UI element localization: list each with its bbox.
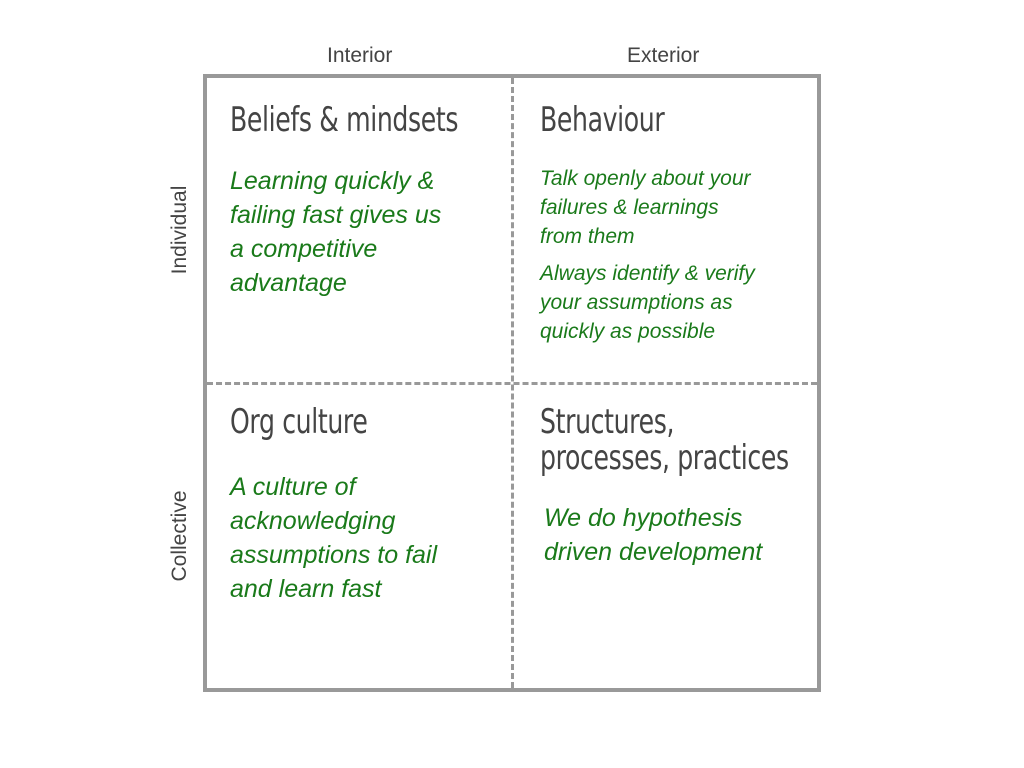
text-line: failures & learnings: [540, 196, 719, 219]
collective-axis-label: Collective: [168, 490, 191, 582]
text-line: We do hypothesis: [544, 504, 743, 532]
text-line: failing fast gives us: [230, 201, 442, 229]
text-line: from them: [540, 225, 635, 248]
structures-text: We do hypothesis driven development: [544, 501, 762, 569]
beliefs-mindsets-text: Learning quickly & failing fast gives us…: [230, 164, 441, 300]
text-line: Learning quickly &: [230, 167, 435, 195]
individual-axis-label: Individual: [168, 185, 191, 275]
exterior-axis-label: Exterior: [627, 44, 700, 67]
text-line: Always identify & verify: [540, 262, 755, 285]
title-line: Structures,: [540, 402, 675, 442]
text-line: a competitive: [230, 235, 378, 263]
horizontal-divider: [207, 382, 817, 385]
quadrant-grid-border: [203, 74, 821, 692]
title-line: processes, practices: [540, 438, 789, 478]
text-line: and learn fast: [230, 575, 382, 603]
text-line: A culture of: [230, 473, 356, 501]
interior-axis-label: Interior: [327, 44, 393, 67]
behaviour-text-2: Always identify & verify your assumption…: [540, 259, 755, 346]
text-line: your assumptions as: [540, 291, 733, 314]
beliefs-mindsets-title: Beliefs & mindsets: [230, 100, 459, 140]
behaviour-text-1: Talk openly about your failures & learni…: [540, 164, 751, 251]
text-line: driven development: [544, 538, 763, 566]
text-line: quickly as possible: [540, 320, 716, 343]
structures-title: Structures, processes, practices: [540, 404, 789, 476]
text-line: Talk openly about your: [540, 167, 751, 190]
org-culture-text: A culture of acknowledging assumptions t…: [230, 470, 437, 606]
text-line: assumptions to fail: [230, 541, 438, 569]
behaviour-title: Behaviour: [540, 100, 665, 140]
org-culture-title: Org culture: [230, 402, 368, 442]
text-line: acknowledging: [230, 507, 396, 535]
text-line: advantage: [230, 269, 347, 297]
